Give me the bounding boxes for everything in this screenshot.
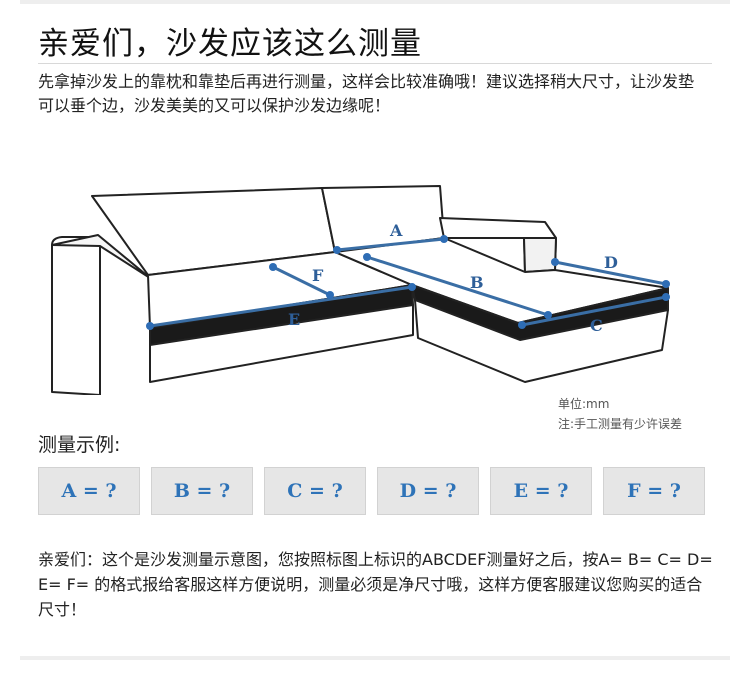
sofa-diagram: A B C D E F	[51, 185, 670, 395]
title-divider	[38, 63, 712, 64]
label-a: A	[389, 221, 403, 240]
unit-label: 单位:mm	[558, 397, 610, 411]
label-d: D	[604, 253, 618, 272]
label-b: B	[470, 273, 484, 292]
example-boxes: A = ? B = ? C = ? D = ? E = ? F = ?	[38, 467, 705, 515]
example-box-d: D = ?	[377, 467, 479, 515]
measure-line-a	[336, 237, 445, 252]
measure-line-c	[521, 295, 667, 327]
bottom-divider	[20, 656, 730, 660]
marker-f-end	[326, 291, 334, 299]
chaise-base	[414, 299, 669, 383]
marker-f-start	[269, 263, 277, 271]
right-arm-front	[523, 237, 557, 273]
example-box-c: C = ?	[264, 467, 366, 515]
label-c: C	[590, 316, 603, 335]
bottom-text: 亲爱们：这个是沙发测量示意图，您按照标图上标识的ABCDEF测量好之后，按A= …	[38, 550, 713, 619]
measure-markers	[146, 235, 670, 330]
measure-line-e	[149, 285, 413, 328]
example-box-f: F = ?	[603, 467, 705, 515]
measure-labels: A B C D E F	[288, 221, 618, 335]
measure-lines	[149, 237, 667, 328]
marker-e-start	[146, 322, 154, 330]
marker-a-start	[333, 246, 341, 254]
example-box-a: A = ?	[38, 467, 140, 515]
marker-e-end	[408, 283, 416, 291]
sofa-drawing	[51, 185, 669, 395]
example-heading: 测量示例:	[38, 434, 121, 456]
label-f: F	[312, 266, 324, 285]
marker-c-start	[518, 321, 526, 329]
measure-line-f	[272, 265, 331, 297]
example-box-b: B = ?	[151, 467, 253, 515]
marker-a-end	[440, 235, 448, 243]
page-title: 亲爱们，沙发应该这么测量	[38, 26, 422, 62]
marker-c-end	[662, 293, 670, 301]
marker-d-start	[551, 258, 559, 266]
note-label: 注:手工测量有少许误差	[558, 417, 683, 431]
measure-line-d	[554, 260, 667, 286]
intro-text: 先拿掉沙发上的靠枕和靠垫后再进行测量，这样会比较准确哦！建议选择稍大尺寸，让沙发…	[38, 72, 695, 115]
marker-b-end	[544, 311, 552, 319]
measure-line-b	[366, 255, 549, 317]
marker-d-end	[662, 280, 670, 288]
label-e: E	[288, 310, 300, 329]
marker-b-start	[363, 253, 371, 261]
top-divider	[20, 0, 730, 4]
left-base	[149, 304, 414, 383]
left-arm	[51, 236, 101, 395]
example-box-e: E = ?	[490, 467, 592, 515]
